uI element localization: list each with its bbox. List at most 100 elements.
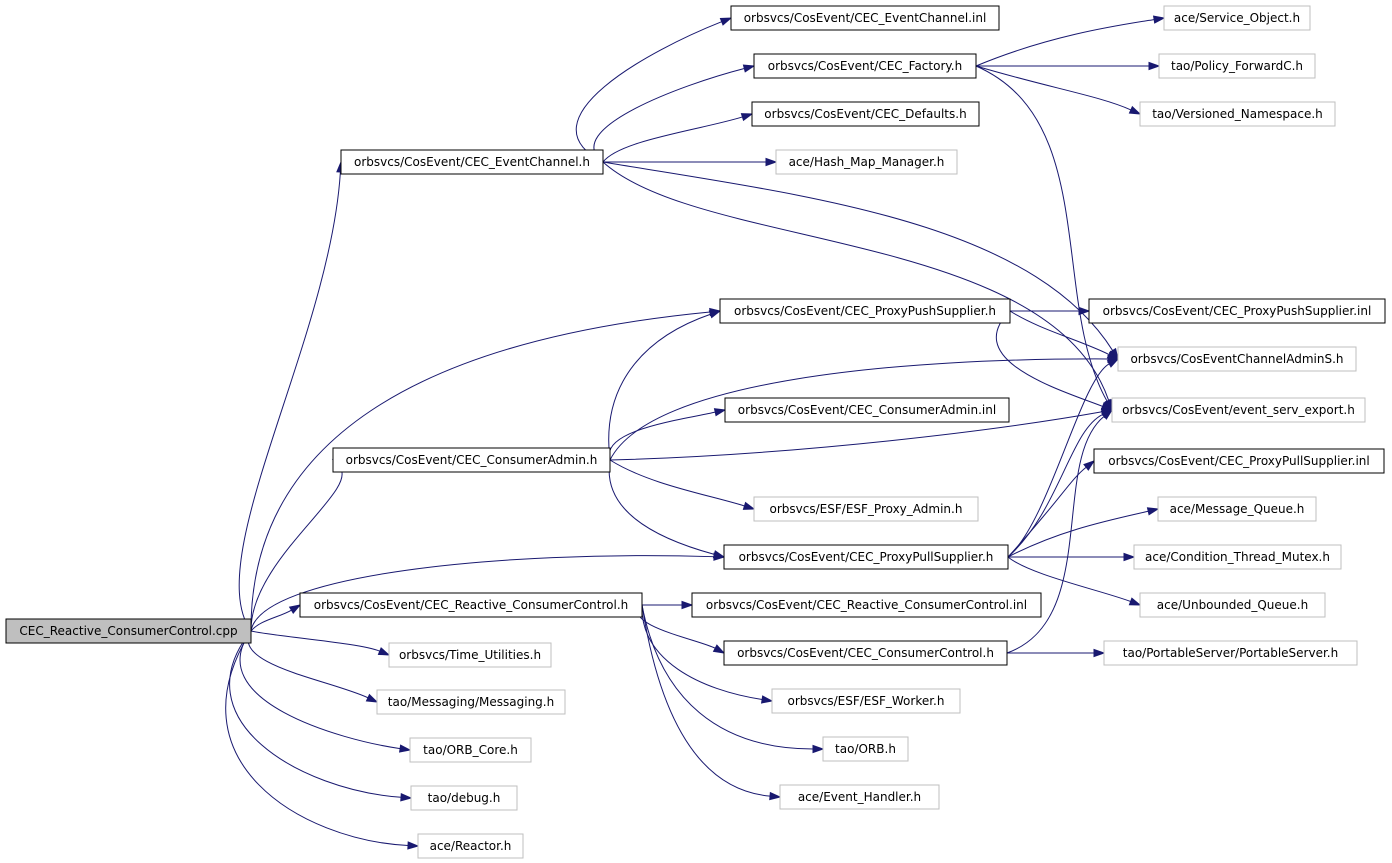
node-pps_inl[interactable]: orbsvcs/CosEvent/CEC_ProxyPushSupplier.i… bbox=[1088, 298, 1386, 324]
node-box bbox=[340, 149, 604, 175]
edge-ec_h-to-export bbox=[602, 161, 1110, 401]
arrowhead-ca_h-to-ppl_h bbox=[712, 550, 726, 559]
node-label: ace/Event_Handler.h bbox=[798, 790, 921, 804]
node-label: tao/Messaging/Messaging.h bbox=[388, 695, 554, 709]
node-export[interactable]: orbsvcs/CosEvent/event_serv_export.h bbox=[1111, 397, 1366, 423]
node-box bbox=[751, 101, 980, 127]
node-esf_admin[interactable]: orbsvcs/ESF/ESF_Proxy_Admin.h bbox=[753, 496, 979, 522]
node-pps_h[interactable]: orbsvcs/CosEvent/CEC_ProxyPushSupplier.h bbox=[719, 298, 1011, 324]
edge-ec_h-to-factory bbox=[593, 68, 745, 163]
arrowhead-factory-to-svcobj bbox=[1152, 15, 1166, 24]
node-label: orbsvcs/CosEvent/CEC_ProxyPullSupplier.h bbox=[739, 550, 994, 564]
edge-ca_h-to-esf_admin bbox=[609, 459, 745, 507]
node-box bbox=[1111, 397, 1366, 423]
node-box bbox=[1117, 346, 1357, 372]
arrowhead-ec_h-to-hashmap bbox=[765, 157, 778, 167]
node-box bbox=[1157, 496, 1317, 522]
edge-ppl_h-to-unbq bbox=[1007, 556, 1131, 602]
node-label: orbsvcs/CosEvent/event_serv_export.h bbox=[1122, 403, 1355, 417]
arrowhead-ec_h-to-factory bbox=[742, 64, 756, 73]
node-rcc_h[interactable]: orbsvcs/CosEvent/CEC_Reactive_ConsumerCo… bbox=[299, 592, 643, 618]
node-label: ace/Reactor.h bbox=[430, 839, 512, 853]
node-hashmap[interactable]: ace/Hash_Map_Manager.h bbox=[775, 149, 958, 175]
node-reactor[interactable]: ace/Reactor.h bbox=[417, 833, 524, 859]
node-orbcore[interactable]: tao/ORB_Core.h bbox=[409, 737, 532, 763]
node-box bbox=[1139, 592, 1326, 618]
node-msgq[interactable]: ace/Message_Queue.h bbox=[1157, 496, 1317, 522]
node-root[interactable]: CEC_Reactive_ConsumerControl.cpp bbox=[5, 618, 252, 644]
node-ppl_inl[interactable]: orbsvcs/CosEvent/CEC_ProxyPullSupplier.i… bbox=[1093, 448, 1385, 474]
node-label: tao/Policy_ForwardC.h bbox=[1171, 59, 1303, 73]
node-label: ace/Unbounded_Queue.h bbox=[1157, 598, 1308, 612]
node-box bbox=[417, 833, 524, 859]
node-label: tao/ORB.h bbox=[835, 742, 896, 756]
node-ec_h[interactable]: orbsvcs/CosEvent/CEC_EventChannel.h bbox=[340, 149, 604, 175]
arrowhead-ec_h-to-ec_inl bbox=[719, 17, 733, 26]
node-condmutex[interactable]: ace/Condition_Thread_Mutex.h bbox=[1133, 544, 1342, 570]
node-unbq[interactable]: ace/Unbounded_Queue.h bbox=[1139, 592, 1326, 618]
node-rcc_inl[interactable]: orbsvcs/CosEvent/CEC_Reactive_ConsumerCo… bbox=[691, 592, 1042, 618]
arrowhead-root-to-rcc_h bbox=[288, 604, 302, 615]
arrowhead-root-to-messaging bbox=[365, 693, 379, 703]
node-label: ace/Hash_Map_Manager.h bbox=[789, 155, 945, 169]
node-svcobj[interactable]: ace/Service_Object.h bbox=[1163, 5, 1311, 31]
node-label: tao/debug.h bbox=[428, 791, 501, 805]
arrowhead-root-to-debug bbox=[400, 793, 413, 802]
edge-ec_h-to-adminS bbox=[602, 161, 1114, 351]
node-versioned[interactable]: tao/Versioned_Namespace.h bbox=[1139, 101, 1336, 127]
node-timeutil[interactable]: orbsvcs/Time_Utilities.h bbox=[388, 642, 552, 668]
node-label: ace/Message_Queue.h bbox=[1170, 502, 1305, 516]
node-debug[interactable]: tao/debug.h bbox=[410, 785, 518, 811]
node-label: ace/Service_Object.h bbox=[1174, 11, 1300, 25]
node-policyfwd[interactable]: tao/Policy_ForwardC.h bbox=[1158, 53, 1316, 79]
arrowhead-rcc_h-to-rcc_inl bbox=[681, 600, 694, 610]
node-adminS[interactable]: orbsvcs/CosEventChannelAdminS.h bbox=[1117, 346, 1357, 372]
nodes-layer: CEC_Reactive_ConsumerControl.cpp orbsvcs/… bbox=[5, 5, 1386, 859]
node-box bbox=[779, 784, 940, 810]
arrowhead-root-to-timeutil bbox=[377, 647, 391, 656]
node-label: orbsvcs/CosEvent/CEC_EventChannel.h bbox=[354, 155, 590, 169]
node-label: orbsvcs/ESF/ESF_Worker.h bbox=[788, 694, 945, 708]
node-box bbox=[376, 689, 566, 715]
edge-ca_h-to-export bbox=[609, 411, 1103, 461]
node-box bbox=[719, 298, 1011, 324]
node-esfworker[interactable]: orbsvcs/ESF/ESF_Worker.h bbox=[771, 688, 961, 714]
edge-root-to-rcc_h bbox=[250, 609, 292, 632]
node-defaults[interactable]: orbsvcs/CosEvent/CEC_Defaults.h bbox=[751, 101, 980, 127]
edge-root-to-messaging bbox=[247, 630, 369, 699]
node-ec_inl[interactable]: orbsvcs/CosEvent/CEC_EventChannel.inl bbox=[730, 5, 1000, 31]
node-box bbox=[723, 640, 1008, 666]
node-ppl_h[interactable]: orbsvcs/CosEvent/CEC_ProxyPullSupplier.h bbox=[723, 544, 1009, 570]
arrowhead-ppl_h-to-ppl_inl bbox=[1083, 460, 1096, 471]
node-box bbox=[724, 397, 1010, 423]
arrowhead-ca_h-to-ca_inl bbox=[713, 408, 727, 417]
node-ca_h[interactable]: orbsvcs/CosEvent/CEC_ConsumerAdmin.h bbox=[332, 447, 611, 473]
arrowhead-rcc_h-to-orb bbox=[812, 744, 825, 754]
edge-ca_h-to-pps_h bbox=[608, 313, 711, 461]
node-evhandler[interactable]: ace/Event_Handler.h bbox=[779, 784, 940, 810]
node-cc_h[interactable]: orbsvcs/CosEvent/CEC_ConsumerControl.h bbox=[723, 640, 1008, 666]
edge-root-to-ca_h bbox=[250, 467, 343, 632]
node-factory[interactable]: orbsvcs/CosEvent/CEC_Factory.h bbox=[753, 53, 977, 79]
edge-root-to-orbcore bbox=[239, 630, 401, 750]
node-box bbox=[822, 736, 909, 762]
node-orb[interactable]: tao/ORB.h bbox=[822, 736, 909, 762]
node-box bbox=[753, 496, 979, 522]
node-ca_inl[interactable]: orbsvcs/CosEvent/CEC_ConsumerAdmin.inl bbox=[724, 397, 1010, 423]
arrowhead-ca_h-to-pps_h bbox=[708, 310, 722, 319]
arrowhead-rcc_h-to-cc_h bbox=[712, 644, 726, 654]
edge-ppl_h-to-ppl_inl bbox=[1007, 466, 1087, 558]
node-box bbox=[409, 737, 532, 763]
edge-root-to-ec_h bbox=[238, 171, 341, 632]
node-messaging[interactable]: tao/Messaging/Messaging.h bbox=[376, 689, 566, 715]
edges-layer bbox=[225, 15, 1166, 850]
node-box bbox=[775, 149, 958, 175]
node-box bbox=[723, 544, 1009, 570]
edge-ec_h-to-ec_inl bbox=[575, 21, 722, 163]
node-label: tao/PortableServer/PortableServer.h bbox=[1123, 646, 1338, 660]
node-portable[interactable]: tao/PortableServer/PortableServer.h bbox=[1103, 640, 1358, 666]
node-label: ace/Condition_Thread_Mutex.h bbox=[1145, 550, 1330, 564]
arrowhead-ppl_h-to-condmutex bbox=[1123, 552, 1136, 562]
node-label: orbsvcs/CosEvent/CEC_ProxyPushSupplier.h bbox=[734, 304, 996, 318]
node-label: orbsvcs/CosEvent/CEC_ConsumerControl.h bbox=[737, 646, 994, 660]
